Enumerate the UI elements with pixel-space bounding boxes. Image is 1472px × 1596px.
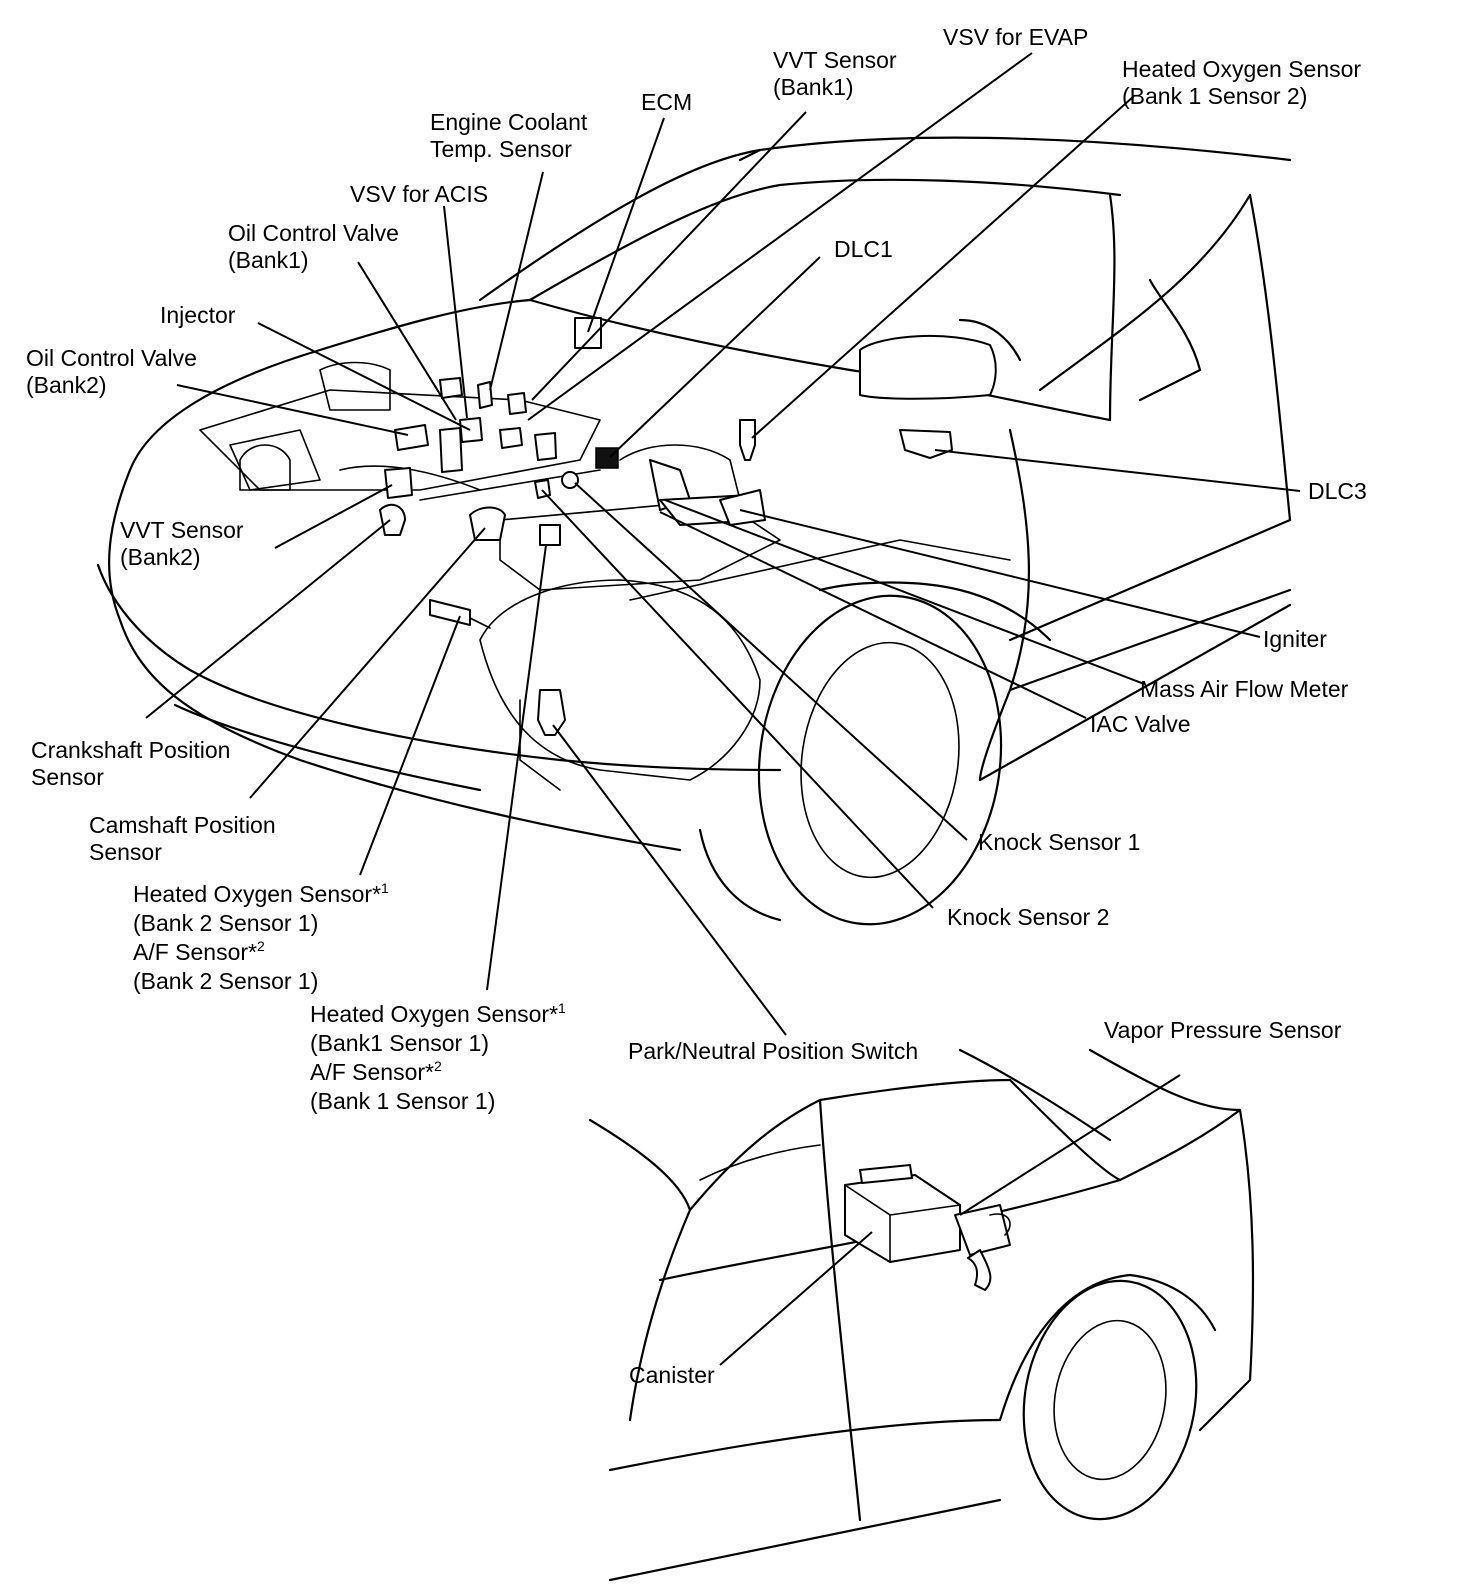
label-oil-control-valve-bank1: Oil Control Valve(Bank1) — [228, 220, 399, 273]
label-park-neutral-position-switch: Park/Neutral Position Switch — [628, 1038, 919, 1064]
label-vsv-for-evap: VSV for EVAP — [943, 24, 1089, 50]
label-dlc1: DLC1 — [834, 236, 893, 262]
label-canister: Canister — [629, 1362, 715, 1388]
label-iac-valve: IAC Valve — [1090, 711, 1191, 737]
label-heated-oxygen-sensor-bank2-sensor1: Heated Oxygen Sensor*1 (Bank 2 Sensor 1)… — [133, 880, 389, 994]
label-ecm: ECM — [641, 89, 693, 115]
label-heated-oxygen-sensor-bank1-sensor1: Heated Oxygen Sensor*1 (Bank1 Sensor 1) … — [310, 1000, 566, 1114]
front-car-body — [96, 136, 1292, 926]
rear-car-body — [588, 1048, 1255, 1582]
label-knock-sensor-1: Knock Sensor 1 — [978, 829, 1141, 855]
label-heated-oxygen-sensor-bank1-sensor2: Heated Oxygen Sensor(Bank 1 Sensor 2) — [1122, 56, 1362, 109]
label-vvt-sensor-bank1: VVT Sensor(Bank1) — [773, 47, 897, 100]
label-vsv-for-acis: VSV for ACIS — [350, 181, 489, 207]
label-knock-sensor-2: Knock Sensor 2 — [947, 904, 1110, 930]
canister-part — [844, 1164, 1011, 1291]
label-vapor-pressure-sensor: Vapor Pressure Sensor — [1104, 1017, 1342, 1043]
label-igniter: Igniter — [1263, 626, 1327, 652]
leader-lines — [145, 52, 1301, 1366]
label-oil-control-valve-bank2: Oil Control Valve(Bank2) — [26, 345, 197, 398]
label-dlc3: DLC3 — [1308, 478, 1367, 504]
label-vvt-sensor-bank2: VVT Sensor(Bank2) — [120, 517, 244, 570]
label-injector: Injector — [160, 302, 236, 328]
label-mass-air-flow-meter: Mass Air Flow Meter — [1140, 676, 1349, 702]
